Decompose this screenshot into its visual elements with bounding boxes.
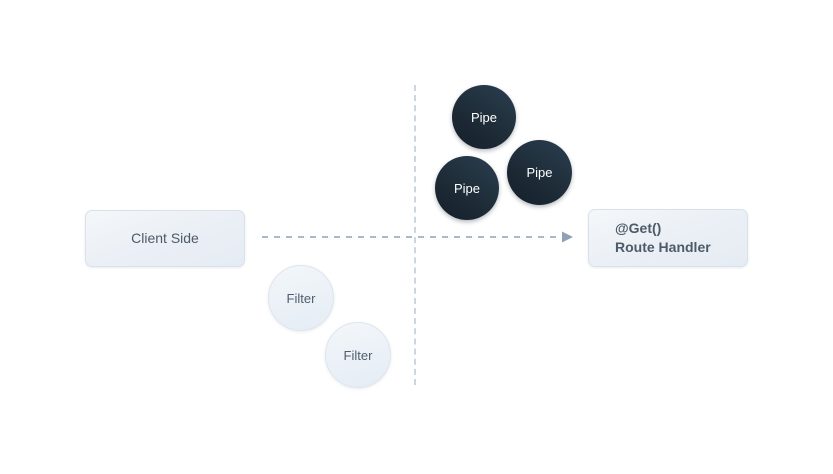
vertical-dashed-divider [414, 85, 416, 385]
route-handler-decorator: @Get() [615, 220, 662, 236]
pipe-label: Pipe [470, 109, 498, 125]
route-handler-text: @Get() Route Handler [615, 219, 711, 257]
pipe-label: Pipe [526, 165, 553, 180]
filter-label: Filter [343, 347, 373, 363]
pipe-circle-right[interactable]: Pipe [507, 140, 572, 205]
pipe-circle-top[interactable]: Pipe [452, 85, 516, 149]
filter-circle-top[interactable]: Filter [268, 265, 334, 331]
request-flow-arrow [262, 231, 573, 243]
pipe-circle-left[interactable]: Pipe [435, 156, 499, 220]
client-side-box[interactable]: Client Side [85, 210, 245, 267]
filter-label: Filter [286, 290, 316, 306]
arrow-head [562, 231, 573, 243]
route-handler-label: Route Handler [615, 239, 711, 255]
pipe-label: Pipe [453, 180, 481, 196]
filter-circle-bottom[interactable]: Filter [325, 322, 391, 388]
client-side-label: Client Side [131, 230, 199, 246]
route-handler-box[interactable]: @Get() Route Handler [588, 209, 748, 267]
